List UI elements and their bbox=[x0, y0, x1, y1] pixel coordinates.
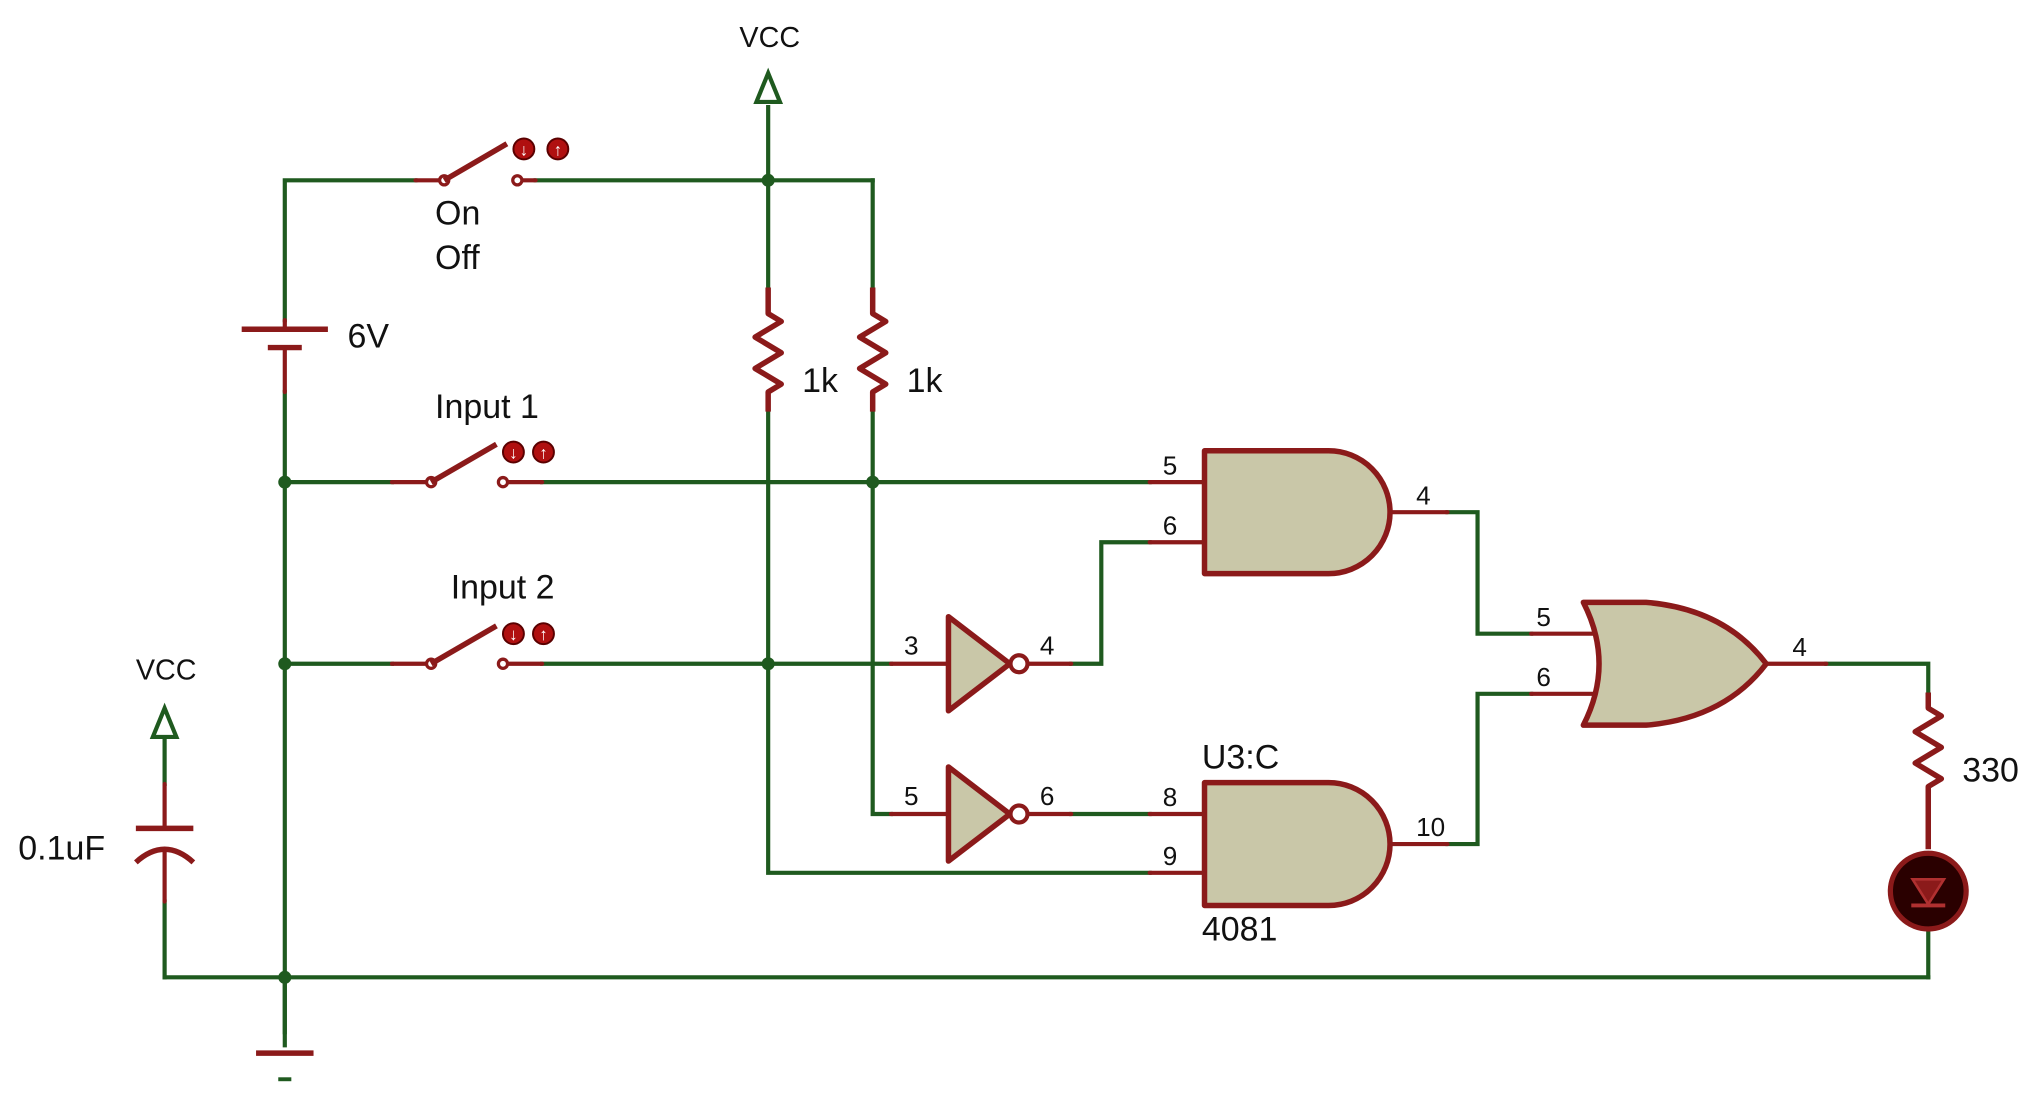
pin-number: 6 bbox=[1163, 510, 1178, 540]
and-gate-bottom: 8 9 10 U3:C 4081 bbox=[1147, 738, 1450, 949]
led bbox=[1887, 850, 1969, 932]
not-gate-bubble bbox=[1008, 653, 1030, 675]
junction-dot bbox=[278, 475, 292, 489]
switch-blade bbox=[429, 623, 498, 667]
pin-number: 6 bbox=[1040, 781, 1055, 811]
pin-number: 5 bbox=[1163, 450, 1178, 480]
gate-pin-lead bbox=[1147, 811, 1450, 875]
vcc-label: VCC bbox=[136, 654, 197, 686]
capacitor-label: 0.1uF bbox=[18, 830, 105, 868]
wiring bbox=[162, 105, 1931, 1048]
pin-number: 8 bbox=[1163, 782, 1178, 812]
switch-buttons[interactable]: ↓ ↑ bbox=[501, 622, 555, 646]
vcc-arrow-icon bbox=[753, 67, 784, 105]
not-top-out-wire bbox=[1069, 540, 1152, 666]
junction-dot bbox=[761, 657, 775, 671]
switch-contact bbox=[511, 174, 524, 187]
power-switch[interactable]: ↓ ↑ On Off bbox=[413, 137, 570, 278]
vcc-label: VCC bbox=[739, 22, 800, 54]
pin-number: 5 bbox=[1536, 602, 1551, 632]
resistor-zigzag bbox=[752, 287, 784, 412]
switch-down-glyph: ↓ bbox=[520, 140, 528, 159]
or-gate-body bbox=[1580, 599, 1770, 728]
resistor-zigzag bbox=[1912, 692, 1945, 850]
led-diode-icon bbox=[1910, 878, 1947, 907]
switch-blade bbox=[429, 441, 498, 485]
switch-blade bbox=[442, 141, 509, 183]
switch-buttons[interactable]: ↓ ↑ bbox=[501, 440, 555, 464]
resistor-2: 1k bbox=[856, 287, 944, 412]
switch-up-glyph: ↑ bbox=[539, 444, 547, 463]
resistor-label: 1k bbox=[802, 362, 839, 400]
vcc-arrow-icon bbox=[149, 702, 180, 740]
switch-up-icon[interactable] bbox=[532, 440, 555, 464]
junction-dot bbox=[866, 475, 880, 489]
junction-dot bbox=[761, 173, 775, 187]
switch-down-icon[interactable] bbox=[512, 137, 536, 161]
junctions bbox=[278, 173, 880, 984]
pin-number: 9 bbox=[1163, 841, 1178, 871]
or-gate: 5 6 4 bbox=[1529, 599, 1829, 728]
switch-contact bbox=[496, 475, 510, 489]
capacitor-plate-curved bbox=[134, 846, 196, 865]
pullup2-wire bbox=[870, 409, 894, 817]
battery-label: 6V bbox=[348, 318, 390, 356]
switch-up-icon[interactable] bbox=[532, 622, 555, 646]
switch-on-label: On bbox=[435, 195, 480, 233]
or-out-wire bbox=[1824, 661, 1931, 695]
resistor-label: 330 bbox=[1962, 751, 2019, 789]
battery: 6V bbox=[241, 318, 390, 395]
pin-number: 4 bbox=[1792, 632, 1807, 662]
switch-up-glyph: ↑ bbox=[539, 625, 547, 644]
switch-up-glyph: ↑ bbox=[554, 140, 562, 159]
not-gate-body bbox=[945, 764, 1013, 864]
gate-reference-label: U3:C bbox=[1202, 738, 1279, 776]
pin-number: 6 bbox=[1536, 662, 1551, 692]
gate-part-label: 4081 bbox=[1202, 911, 1278, 949]
ground-symbol bbox=[256, 1050, 314, 1082]
not-gate-body bbox=[945, 613, 1013, 714]
and-bottom-out-wire bbox=[1445, 691, 1534, 847]
not-gate-top: 3 4 bbox=[888, 613, 1074, 714]
gate-pin-lead bbox=[1529, 631, 1829, 696]
not-gate-bottom: 5 6 bbox=[888, 764, 1074, 864]
switch-up-icon[interactable] bbox=[546, 137, 570, 161]
resistor-label: 1k bbox=[907, 362, 944, 400]
junction-dot bbox=[278, 657, 292, 671]
vcc-terminal-left: VCC bbox=[136, 654, 197, 740]
pin-number: 4 bbox=[1416, 480, 1431, 510]
switch-down-icon[interactable] bbox=[501, 622, 525, 646]
and-gate-top: 5 6 4 bbox=[1147, 448, 1450, 577]
switch-down-icon[interactable] bbox=[501, 440, 525, 464]
switch-down-glyph: ↓ bbox=[509, 625, 517, 644]
and-gate-body bbox=[1201, 779, 1393, 909]
top-rail-wire bbox=[282, 178, 875, 323]
and-top-out-wire bbox=[1445, 510, 1534, 636]
input1-label: Input 1 bbox=[435, 388, 539, 426]
switch-contact bbox=[496, 657, 510, 670]
input-switch-2[interactable]: ↓ ↑ Input 2 bbox=[389, 568, 555, 670]
gate-pin-lead bbox=[1147, 480, 1450, 545]
input-switch-1[interactable]: ↓ ↑ Input 1 bbox=[389, 388, 555, 489]
input2-label: Input 2 bbox=[451, 568, 555, 606]
junction-dot bbox=[278, 970, 292, 984]
switch-off-label: Off bbox=[435, 239, 480, 277]
pin-number: 4 bbox=[1040, 631, 1055, 661]
switch-down-glyph: ↓ bbox=[509, 444, 517, 463]
and-gate-body bbox=[1201, 448, 1393, 577]
resistor-1: 1k bbox=[752, 287, 839, 412]
vcc-terminal-top: VCC bbox=[739, 22, 800, 105]
not-gate-bubble bbox=[1008, 803, 1030, 825]
pin-number: 3 bbox=[904, 631, 919, 661]
pin-number: 5 bbox=[904, 781, 919, 811]
capacitor: 0.1uF bbox=[18, 781, 196, 904]
resistor-zigzag bbox=[856, 287, 889, 412]
switch-buttons[interactable]: ↓ ↑ bbox=[512, 137, 570, 161]
pullup1-wire bbox=[766, 409, 1152, 875]
pin-number: 10 bbox=[1416, 812, 1445, 842]
resistor-led: 330 bbox=[1912, 692, 2019, 850]
